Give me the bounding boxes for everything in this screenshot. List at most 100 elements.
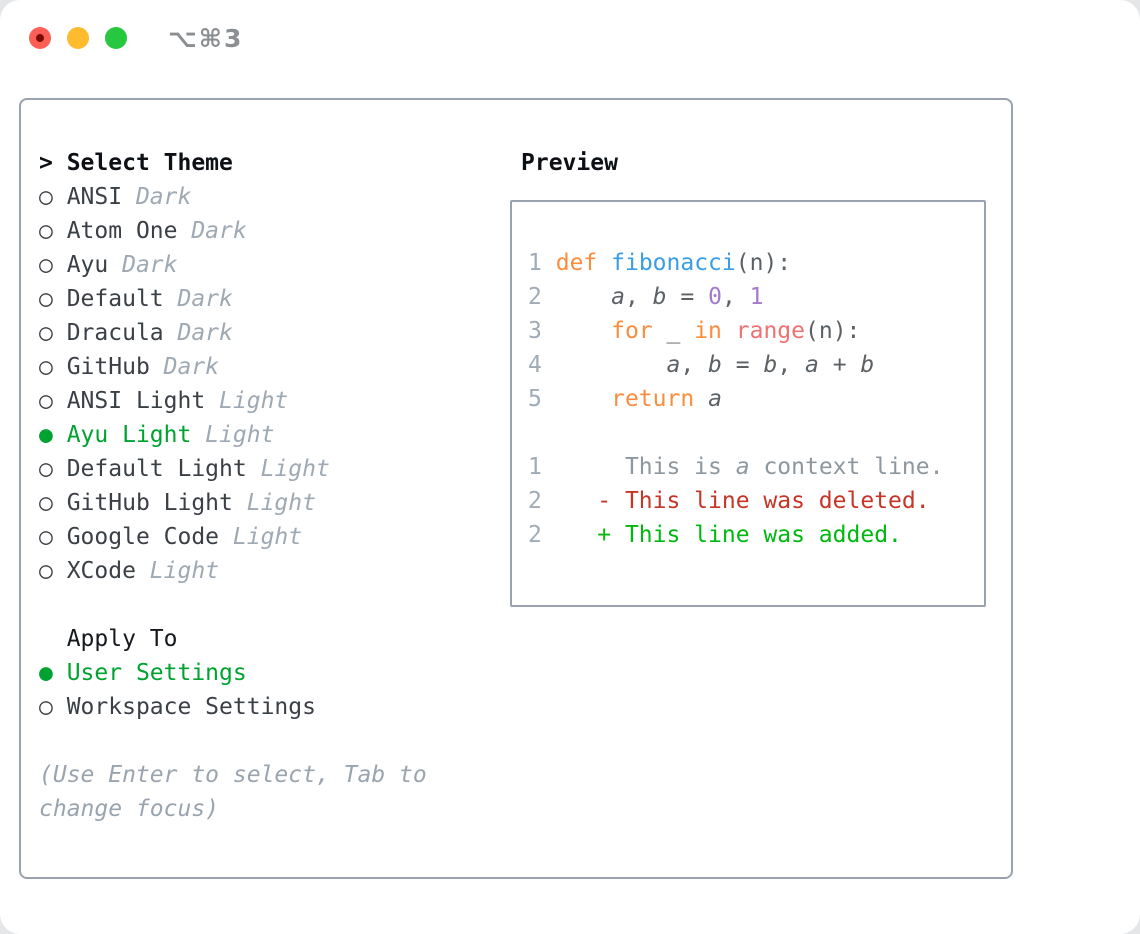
preview-code-line: 2 a, b = 0, 1 xyxy=(528,280,984,314)
code-segment-var: b xyxy=(763,352,778,378)
window-title: ⌥⌘3 xyxy=(168,24,244,53)
theme-list-column: > Select Theme ○ ANSI Dark○ Atom One Dar… xyxy=(39,146,499,826)
focus-caret-icon: > xyxy=(39,150,67,176)
code-segment-mk: range xyxy=(735,318,806,344)
theme-item[interactable]: ○ XCode Light xyxy=(39,554,499,588)
theme-item-name: Dracula xyxy=(66,320,164,346)
code-segment-var: a xyxy=(666,352,681,378)
code-segment-pl xyxy=(722,318,736,344)
code-segment-ln: 1 xyxy=(528,454,542,480)
theme-item[interactable]: ● Ayu Light Light xyxy=(39,418,499,452)
code-segment-pl xyxy=(542,386,611,412)
code-segment-ln: 4 xyxy=(528,352,542,378)
maximize-button[interactable] xyxy=(105,27,127,49)
theme-item-name: Default xyxy=(66,286,164,312)
code-segment-pl: , xyxy=(624,284,653,310)
minimize-button[interactable] xyxy=(67,27,89,49)
preview-column: Preview 1 def fibonacci(n):2 a, b = 0, 1… xyxy=(510,146,990,607)
spacer xyxy=(39,724,499,758)
select-theme-title: Select Theme xyxy=(66,150,233,176)
code-segment-ctx: context line. xyxy=(749,454,944,480)
close-button[interactable] xyxy=(29,27,51,49)
theme-item-name: Default Light xyxy=(66,456,247,482)
code-segment-ln: 1 xyxy=(528,250,542,276)
theme-item[interactable]: ○ Default Dark xyxy=(39,282,499,316)
code-segment-var: a xyxy=(708,386,722,412)
preview-title: Preview xyxy=(521,150,618,176)
code-segment-pl: = xyxy=(721,352,764,378)
code-segment-pl xyxy=(542,352,667,378)
theme-item-variant: Dark xyxy=(149,354,220,380)
theme-item[interactable]: ○ Google Code Light xyxy=(39,520,499,554)
theme-item[interactable]: ○ Default Light Light xyxy=(39,452,499,486)
theme-item-name: XCode xyxy=(66,558,136,584)
code-segment-pl: (n): xyxy=(805,318,861,344)
radio-icon: ○ xyxy=(39,354,67,380)
radio-icon: ○ xyxy=(39,388,67,414)
theme-item[interactable]: ○ Ayu Dark xyxy=(39,248,499,282)
preview-code-line: 2 + This line was added. xyxy=(528,518,984,552)
code-segment-pl: + xyxy=(818,352,861,378)
code-segment-pl: , xyxy=(680,352,709,378)
theme-item[interactable]: ○ GitHub Light Light xyxy=(39,486,499,520)
preview-code-line: 3 for _ in range(n): xyxy=(528,314,984,348)
apply-to-option[interactable]: ○ Workspace Settings xyxy=(39,690,499,724)
code-segment-pl: (n): xyxy=(735,250,792,276)
code-segment-pl: _ xyxy=(652,318,695,344)
radio-icon: ○ xyxy=(39,184,67,210)
code-segment-pl xyxy=(542,522,597,548)
code-segment-kw: for xyxy=(611,318,653,344)
theme-item-variant: Light xyxy=(205,388,289,414)
theme-item-variant: Light xyxy=(232,490,316,516)
apply-to-option-list: ● User Settings○ Workspace Settings xyxy=(39,656,499,724)
code-segment-pl xyxy=(542,284,611,310)
radio-icon: ○ xyxy=(39,286,67,312)
code-segment-ctx: This is xyxy=(541,454,736,480)
code-segment-pl: = xyxy=(666,284,709,310)
theme-item-variant: Dark xyxy=(177,218,247,244)
radio-selected-icon: ● xyxy=(39,660,67,686)
code-segment-pl xyxy=(542,488,597,514)
preview-code-line: 4 a, b = b, a + b xyxy=(528,348,984,382)
hint-line-2: change focus) xyxy=(39,796,220,822)
theme-item-variant: Dark xyxy=(163,286,233,312)
theme-item-variant: Dark xyxy=(163,320,233,346)
theme-item[interactable]: ○ Atom One Dark xyxy=(39,214,499,248)
radio-icon: ○ xyxy=(39,456,67,482)
radio-icon: ○ xyxy=(39,252,67,278)
hint-line-1: (Use Enter to select, Tab to xyxy=(39,762,427,788)
radio-icon: ○ xyxy=(39,320,67,346)
code-segment-pl xyxy=(542,318,611,344)
theme-item-name: Google Code xyxy=(66,524,220,550)
apply-to-option-name: Workspace Settings xyxy=(66,694,316,720)
code-segment-pl xyxy=(542,250,556,276)
apply-to-header: Apply To xyxy=(39,622,499,656)
theme-item[interactable]: ○ ANSI Dark xyxy=(39,180,499,214)
theme-item[interactable]: ○ Dracula Dark xyxy=(39,316,499,350)
theme-item-variant: Dark xyxy=(108,252,178,278)
apply-to-option-name: User Settings xyxy=(66,660,247,686)
apply-to-option[interactable]: ● User Settings xyxy=(39,656,499,690)
radio-icon: ○ xyxy=(39,490,67,516)
preview-code-line: 5 return a xyxy=(528,382,984,416)
theme-item-variant: Light xyxy=(246,456,330,482)
code-segment-var: b xyxy=(652,284,667,310)
code-segment-var: a xyxy=(805,352,819,378)
code-segment-ln: 3 xyxy=(528,318,542,344)
theme-item[interactable]: ○ GitHub Dark xyxy=(39,350,499,384)
code-segment-pl xyxy=(597,250,611,276)
code-segment-pl xyxy=(694,386,708,412)
theme-item-name: GitHub Light xyxy=(66,490,233,516)
code-segment-pl: , xyxy=(721,284,750,310)
spacer xyxy=(39,588,499,622)
code-segment-fn: fibonacci xyxy=(611,250,736,276)
code-segment-pl: , xyxy=(777,352,806,378)
theme-item-name: GitHub xyxy=(66,354,150,380)
theme-item-list: ○ ANSI Dark○ Atom One Dark○ Ayu Dark○ De… xyxy=(39,180,499,588)
code-segment-var: a xyxy=(611,284,625,310)
code-segment-num: 1 xyxy=(749,284,764,310)
theme-item[interactable]: ○ ANSI Light Light xyxy=(39,384,499,418)
modified-dot-icon xyxy=(36,34,44,42)
